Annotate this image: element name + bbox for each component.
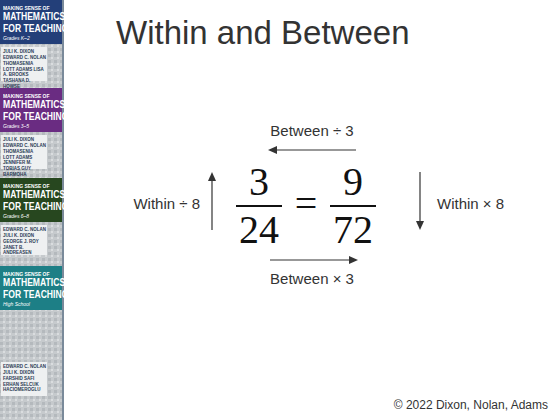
series-name: MATHEMATICS	[3, 11, 65, 23]
copyright-note: © 2022 Dixon, Nolan, Adams	[330, 399, 548, 413]
series-name: FOR TEACHING	[3, 201, 68, 213]
equals-sign: =	[291, 184, 321, 224]
series-name: MATHEMATICS	[3, 277, 65, 289]
series-name: FOR TEACHING	[3, 289, 68, 301]
operation-label: Within ÷ 8	[104, 195, 200, 212]
arrow-line	[274, 149, 356, 150]
author-panel	[1, 362, 47, 396]
fraction-number: 72	[323, 210, 383, 250]
arrow-head	[349, 256, 358, 264]
grade-band: Grades 3–5	[3, 124, 29, 130]
series-name: FOR TEACHING	[3, 111, 68, 123]
arrow-head	[268, 146, 277, 154]
fraction-number: 3	[234, 162, 284, 202]
series-name: MATHEMATICS	[3, 99, 65, 111]
arrow-head	[416, 221, 424, 230]
author-list: JULI K. DIXON EDWARD C. NOLAN THOMASENIA…	[3, 49, 46, 90]
fraction-bar	[236, 205, 282, 207]
arrow-line	[270, 259, 352, 260]
arrow-line	[211, 178, 212, 230]
operation-label: Between × 3	[252, 270, 372, 287]
grade-band: Grades 6–8	[3, 214, 29, 220]
operation-label: Within × 8	[437, 195, 504, 212]
author-list: EDWARD C. NOLAN JULI K. DIXON FARSHID SA…	[3, 364, 46, 393]
series-name: MATHEMATICS	[3, 189, 65, 201]
operation-label: Between ÷ 3	[252, 122, 372, 139]
arrow-line	[419, 172, 420, 224]
grade-band: High School	[3, 302, 30, 308]
slide-title: Within and Between	[116, 14, 410, 52]
fraction-bar	[330, 205, 376, 207]
fraction-number: 24	[229, 210, 289, 250]
author-list: EDWARD C. NOLAN JULI K. DIXON GEORGE J. …	[3, 227, 46, 256]
arrow-head	[208, 172, 216, 181]
series-name: FOR TEACHING	[3, 23, 68, 35]
fraction-number: 9	[328, 162, 378, 202]
grade-band: Grades K–2	[3, 36, 30, 42]
author-list: JULI K. DIXON EDWARD C. NOLAN THOMASENIA…	[3, 137, 46, 178]
